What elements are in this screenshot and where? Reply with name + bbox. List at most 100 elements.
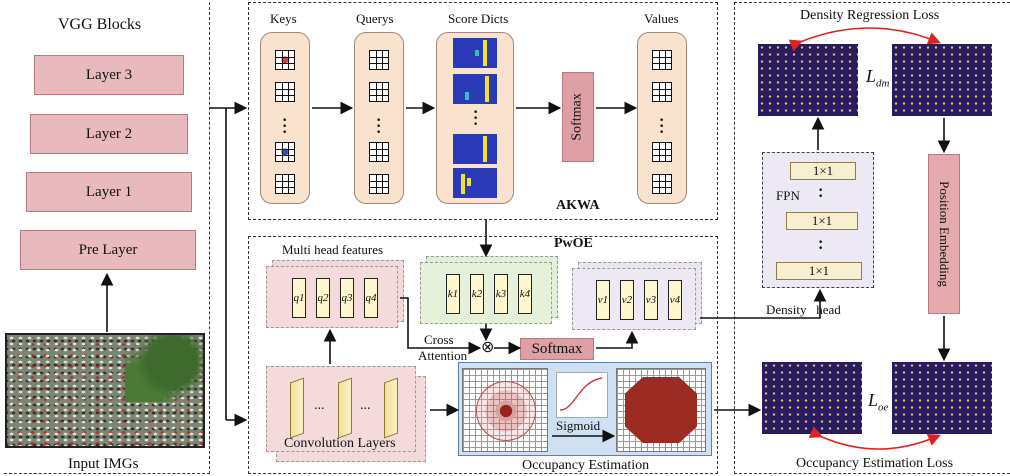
score-map-4	[453, 168, 497, 198]
q2-box: q2	[316, 278, 330, 318]
akwa-softmax-box: Softmax	[562, 72, 594, 162]
loe-letter: L	[868, 390, 879, 410]
akwa-softmax-label: Softmax	[570, 93, 586, 141]
key-grid-1	[275, 50, 295, 70]
key-grid-2	[275, 82, 295, 102]
density-regression-loss-label: Density Regression Loss	[800, 8, 940, 23]
vgg-blocks-panel	[4, 2, 210, 474]
ldm-symbol: Ldm	[866, 66, 889, 90]
pwoe-title: PwOE	[554, 236, 593, 251]
conv-layers-label: Convolution Layers	[284, 436, 396, 451]
keys-ellipsis: ···	[282, 112, 288, 141]
fpn-ellipsis-1: ··	[818, 182, 824, 205]
cross-attention-line2: Attention	[418, 348, 468, 363]
occupancy-map-pred	[762, 362, 862, 434]
v4-box: v4	[668, 280, 682, 320]
k4-box: k4	[518, 274, 532, 314]
value-grid-1	[652, 50, 672, 70]
density-blob	[476, 381, 536, 441]
querys-label: Querys	[356, 11, 394, 26]
multihead-label: Multi head features	[282, 242, 384, 257]
density-map-pred	[758, 44, 858, 116]
v1-box: v1	[596, 280, 610, 320]
k2-box: k2	[470, 274, 484, 314]
cross-attention-line1: Cross	[424, 332, 454, 347]
layer-3-box: Layer 3	[34, 55, 184, 95]
conv-feature-1	[290, 377, 304, 439]
occupancy-blob	[625, 377, 697, 443]
query-grid-2	[369, 82, 389, 102]
vgg-blocks-title: VGG Blocks	[58, 16, 142, 33]
key-grid-5	[275, 174, 295, 194]
loe-sub: oe	[878, 401, 889, 414]
akwa-panel	[248, 2, 718, 220]
score-map-1	[453, 38, 497, 68]
conv1x1-label-2: 1×1	[811, 213, 833, 228]
conv1x1-box-1: 1×1	[790, 162, 856, 180]
density-map-gt	[892, 44, 992, 116]
input-image	[5, 333, 205, 448]
ldm-sub: dm	[876, 77, 890, 90]
fpn-ellipsis-2: ··	[818, 234, 824, 257]
loe-symbol: Loe	[868, 390, 888, 414]
watermark: CSDN @WUTCM-Lab	[842, 444, 972, 459]
q-stack-front	[266, 266, 398, 328]
occupancy-grid	[616, 368, 706, 452]
query-grid-4	[369, 174, 389, 194]
layer-2-box: Layer 2	[30, 114, 188, 154]
conv-ellipsis-2: ...	[360, 398, 371, 413]
position-embedding-box: Position Embedding	[928, 154, 960, 314]
score-dicts-label: Score Dicts	[448, 11, 509, 26]
layer-2-label: Layer 2	[85, 125, 133, 142]
layer-1-box: Layer 1	[26, 172, 192, 212]
pwoe-softmax-box: Softmax	[520, 338, 594, 360]
values-label: Values	[644, 11, 679, 26]
pre-layer-label: Pre Layer	[78, 241, 138, 258]
density-head-label: Density head	[766, 302, 841, 317]
keys-label: Keys	[270, 11, 297, 26]
occupancy-estimation-label: Occupancy Estimation	[522, 458, 650, 473]
scores-ellipsis: ···	[473, 104, 479, 133]
pwoe-softmax-label: Softmax	[531, 340, 583, 357]
v2-box: v2	[620, 280, 634, 320]
pwoe-panel	[248, 236, 718, 474]
conv-feature-3	[384, 377, 398, 439]
ldm-letter: L	[866, 66, 877, 86]
layer-1-label: Layer 1	[85, 183, 133, 200]
values-ellipsis: ···	[659, 112, 665, 141]
q4-box: q4	[364, 278, 378, 318]
score-map-3	[453, 134, 497, 164]
value-grid-2	[652, 82, 672, 102]
q3-box: q3	[340, 278, 354, 318]
layer-3-label: Layer 3	[85, 66, 133, 83]
k3-box: k3	[494, 274, 508, 314]
sigmoid-label: Sigmoid	[556, 418, 601, 433]
k1-box: k1	[446, 274, 460, 314]
loss-panel	[734, 2, 1010, 474]
q1-box: q1	[292, 278, 306, 318]
conv1x1-label-3: 1×1	[808, 263, 830, 278]
akwa-title: AKWA	[556, 198, 600, 213]
position-embedding-label: Position Embedding	[937, 181, 952, 287]
conv1x1-box-2: 1×1	[786, 212, 858, 230]
value-grid-4	[652, 174, 672, 194]
v3-box: v3	[644, 280, 658, 320]
pre-layer-box: Pre Layer	[20, 230, 196, 270]
key-grid-4	[275, 142, 295, 162]
score-map-2	[453, 74, 497, 104]
k-stack-front	[420, 262, 552, 324]
density-grid	[462, 368, 548, 452]
trees	[124, 335, 203, 402]
occupancy-loss-label: Occupancy Estimation Loss	[796, 456, 954, 471]
conv1x1-label-1: 1×1	[812, 163, 834, 178]
query-grid-3	[369, 142, 389, 162]
conv1x1-box-3: 1×1	[776, 262, 862, 280]
querys-ellipsis: ···	[376, 112, 382, 141]
value-grid-3	[652, 142, 672, 162]
otimes-operator: ⊗	[481, 339, 495, 356]
occupancy-map-gt	[892, 362, 992, 434]
conv-ellipsis-1: ...	[314, 398, 325, 413]
sigmoid-curve-box	[556, 372, 608, 418]
fpn-label: FPN	[776, 188, 800, 203]
input-imgs-caption: Input IMGs	[68, 456, 139, 472]
